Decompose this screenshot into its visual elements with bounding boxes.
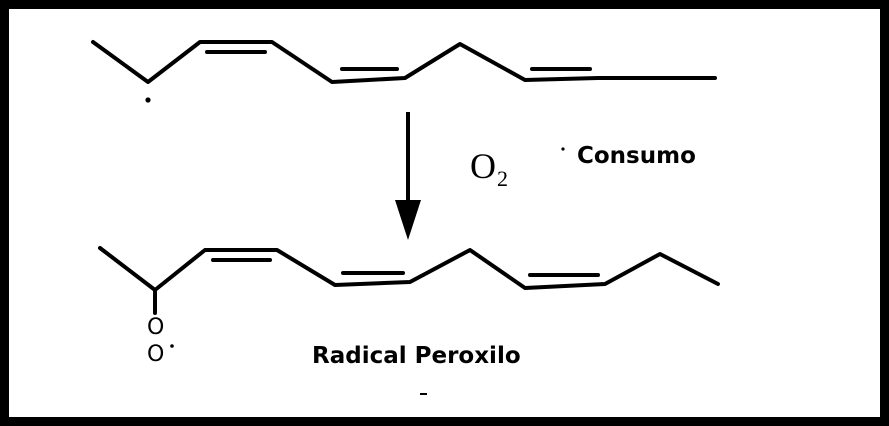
reagent-o2-subscript: 2 [497,166,508,191]
reaction-diagram: O 2 Consumo O O Radical Peroxilo [91,40,720,395]
reagent-label: Consumo [577,143,696,169]
product-label: Radical Peroxilo [312,343,521,369]
bottom-chain-backbone [98,246,720,292]
radical-dot-peroxyl [170,344,174,348]
reagent-o2: O [470,146,496,186]
top-chain-backbone [91,40,717,84]
reagent-dot [561,147,565,151]
reaction-arrow [395,112,421,240]
peroxyl-oxygen-upper: O [147,315,164,340]
bottom-molecule [98,246,720,315]
radical-dot [145,97,151,103]
top-molecule [91,40,717,84]
peroxyl-oxygen-lower: O [147,342,164,367]
